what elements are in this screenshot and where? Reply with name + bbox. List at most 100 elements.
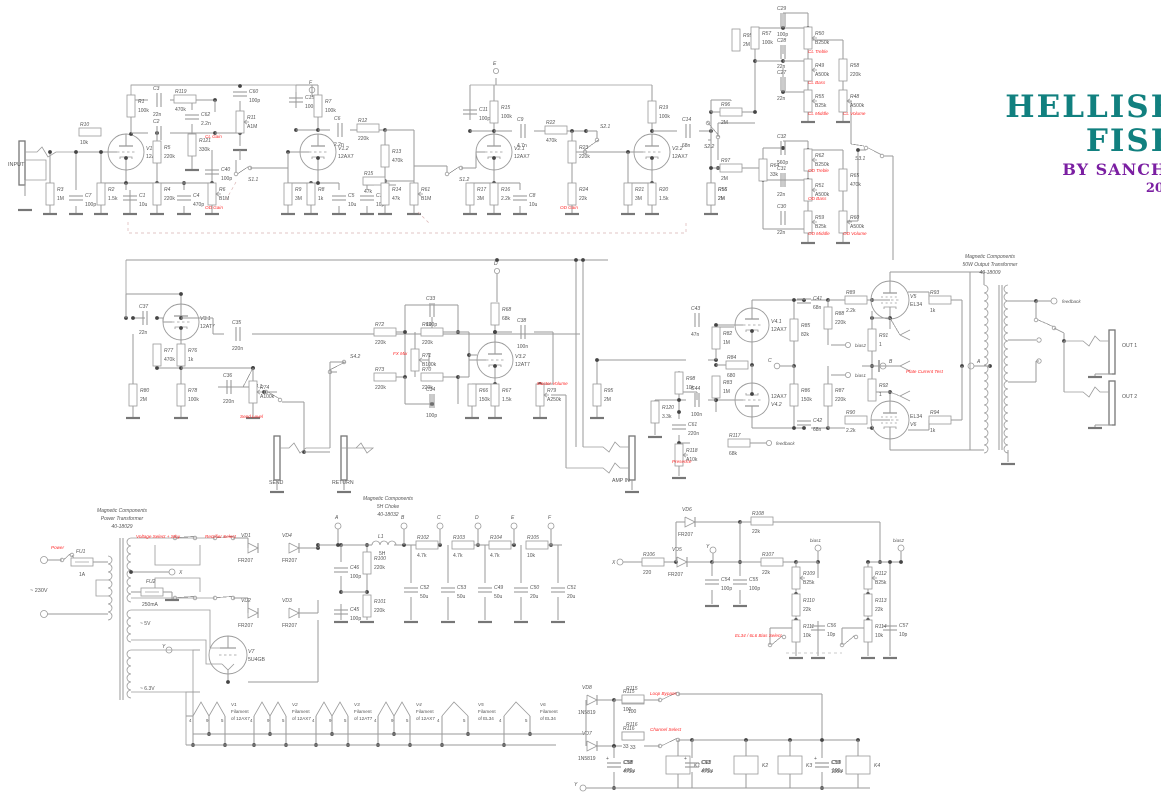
junction (714, 323, 718, 327)
comp-val-R14: 47k (392, 196, 401, 202)
resistor-R66 (467, 383, 477, 407)
junction (581, 258, 585, 262)
resistor-R13 (380, 144, 390, 168)
ot-secondary-winding (1003, 284, 1009, 454)
comp-ref-R84: R84 (727, 355, 736, 361)
comp-ref-R12: R12 (358, 118, 367, 124)
switch-S1-2-blade (448, 166, 461, 175)
resistor-R61 (409, 182, 419, 206)
node-C-label: C (768, 358, 772, 364)
switch-S4-1-blade (267, 391, 280, 399)
resistor-R85 (789, 318, 799, 342)
comp-val-R9: 3M (295, 196, 302, 202)
comp-ref-C9: C9 (517, 117, 524, 123)
comp-ref-R117: R117 (729, 433, 741, 439)
resistor-R58 (838, 58, 848, 82)
filament-l2-V3: of 12AT7 (354, 716, 373, 721)
comp-ref-R16: R16 (501, 187, 510, 193)
tube-ref-V2-1: V2.1 (514, 146, 525, 152)
comp-val-R90: 2.2k (846, 428, 856, 434)
comp-ref-R88: R88 (835, 311, 844, 317)
schematic-title: HELLISH FISH (1005, 89, 1161, 159)
pt-ht-secondary (126, 537, 132, 603)
resistor-R65 (838, 168, 848, 192)
diode-ref-VD7: VD7 (582, 731, 592, 737)
impedance-switch-16-pole (1033, 317, 1039, 323)
node-C-ps-terminal (436, 522, 444, 530)
node-E-terminal (492, 68, 499, 75)
comp-val-R65: 470k (850, 182, 861, 188)
tube-ref-V1-2: V1.2 (338, 146, 349, 152)
resistor-R121 (187, 133, 197, 157)
comp-ref-R80: R80 (140, 388, 149, 394)
diode-VD5 (676, 556, 688, 568)
comp-val-R48: A500k (850, 103, 865, 109)
comp-ref-R114: R114 (875, 624, 887, 630)
resistor-R12 (356, 123, 380, 133)
comp-val-R110: 22k (803, 607, 812, 613)
junction (888, 560, 892, 564)
comp-val-R58: 220k (850, 72, 861, 78)
wire (242, 367, 254, 388)
comp-ref-R91: R91 (879, 333, 888, 339)
diode-type-VD3: FR207 (282, 623, 297, 629)
feedback-terminal-1 (766, 439, 773, 446)
resistor-R93 (928, 295, 952, 305)
diode-type-VD6: FR207 (678, 532, 693, 538)
transformer-caption-2-1: 5H Choke (377, 504, 399, 510)
comp-val-R91: 1 (879, 342, 882, 348)
filament-l1-V5: Filament (478, 709, 496, 714)
comp-val-C12: 10p (376, 202, 385, 208)
comp-val-R109: B25k (803, 580, 815, 586)
comp-val-C54: 100p (721, 586, 732, 592)
node-F-preamp-terminal (308, 86, 316, 94)
comp-val-C8: 10u (529, 202, 538, 208)
node-X-terminal-2 (616, 558, 624, 566)
amp-in-label: AMP IN (612, 478, 630, 484)
comp-ref-R112: R112 (875, 571, 887, 577)
diode-ref-VD5: VD5 (672, 547, 682, 553)
impedance-switch-16-throw (1051, 325, 1057, 331)
amp-in-jack (628, 435, 636, 481)
tube-ref-V3-1: V3.1 (200, 316, 211, 322)
comp-val-R105: 10k (527, 553, 536, 559)
comp-ref-R116: R116 (626, 722, 638, 728)
comp-ref-C34: C34 (426, 387, 435, 393)
relay-K4 (845, 755, 871, 775)
comp-val-R118: A10k (686, 457, 698, 463)
junction (99, 150, 103, 154)
filament-coil2-V4 (393, 701, 411, 717)
diode-type-VD1: FR207 (238, 558, 253, 564)
comp-val-R74: A100k (260, 394, 275, 400)
resistor-R101 (362, 594, 372, 618)
comp-val-R103: 4.7k (453, 553, 463, 559)
resistor-R24 (567, 182, 577, 206)
comp-val-R12: 220k (358, 136, 369, 142)
comp-ref-R93: R93 (930, 290, 939, 296)
comp-val-R64: 33k (770, 172, 779, 178)
title-block: HELLISH FISH BY SANCHO 2011 (920, 90, 1161, 196)
comp-ref-R8: R8 (318, 187, 325, 193)
comp-ref-R5: R5 (164, 145, 171, 151)
comp-val-C42: 68n (813, 427, 822, 433)
comp-val-C40: 100p (221, 176, 232, 182)
comp-val-R104: 4.7k (490, 553, 500, 559)
comp-ref-C63: C63 (701, 760, 710, 766)
comp-ref-R22: R22 (546, 120, 555, 126)
comp-val-R73: 220k (375, 385, 386, 391)
return-jack (340, 435, 348, 481)
comp-ref-R71: R71 (422, 353, 431, 359)
comp-ref-C52: C52 (420, 585, 429, 591)
node-E-ps-label: E (511, 515, 515, 521)
inductor-ref-L1: L1 (378, 534, 384, 540)
comp-val-C62: 2.2n (201, 121, 211, 127)
resistor-R20 (647, 182, 657, 206)
voltage-5v-label: ~ 5V (140, 621, 151, 627)
mains-neutral-terminal (40, 610, 48, 618)
diode-VD1 (247, 542, 259, 554)
junction (574, 258, 578, 262)
comp-ref-C28: C28 (777, 38, 786, 44)
comp-ref-C56: C56 (827, 623, 836, 629)
